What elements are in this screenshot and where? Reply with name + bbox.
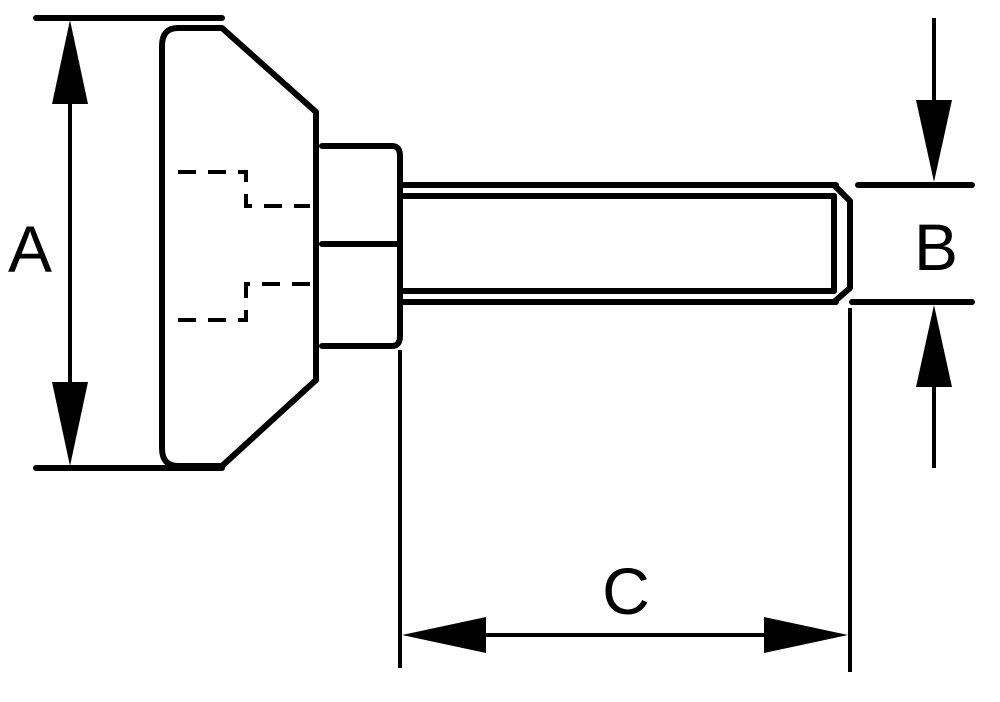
- hex-collar: [319, 143, 403, 349]
- dimension-a-arrow-top: [52, 20, 88, 104]
- dimension-c-arrow-right: [764, 617, 848, 653]
- dimension-c: C: [398, 308, 852, 672]
- dimension-b: B: [849, 18, 975, 468]
- dimension-b-arrow-top: [916, 100, 952, 182]
- dimension-c-label: C: [602, 554, 650, 628]
- dimension-a: A: [8, 15, 225, 471]
- dimension-a-label: A: [8, 212, 52, 286]
- dimension-a-arrow-bottom: [52, 382, 88, 466]
- dimension-b-arrow-bottom: [916, 305, 952, 387]
- dimension-b-label: B: [914, 210, 958, 284]
- knob-head: [159, 25, 319, 469]
- dimension-c-arrow-left: [402, 617, 486, 653]
- threaded-shaft: [401, 182, 853, 305]
- hidden-recess-lines: [178, 170, 310, 322]
